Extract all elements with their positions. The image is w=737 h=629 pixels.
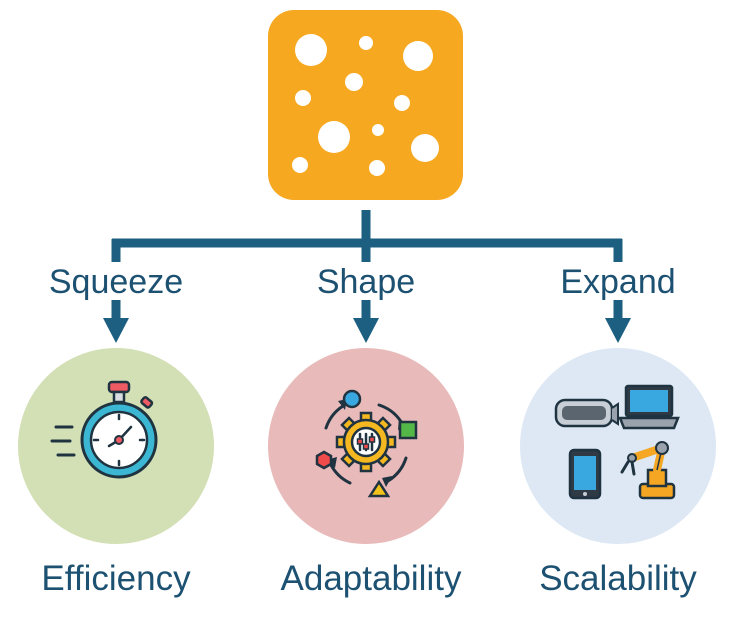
robot-arm-icon (620, 441, 676, 500)
gear-cycle-icon (315, 389, 418, 498)
scalability-circle (520, 348, 716, 544)
source-block-icon (268, 10, 463, 200)
branch-label-shape: Shape (316, 263, 416, 301)
result-label-adaptability: Adaptability (280, 559, 462, 598)
smartphone-icon (568, 448, 602, 500)
connector-tree (111, 210, 623, 320)
branch-label-expand: Expand (560, 263, 676, 301)
stopwatch-icon (50, 380, 158, 479)
result-label-efficiency: Efficiency (41, 559, 191, 598)
laptop-icon (618, 384, 680, 430)
branch-label-squeeze: Squeeze (48, 263, 184, 301)
arrow-down-icon (605, 318, 631, 343)
vr-headset-icon (554, 398, 619, 428)
devices-icon (554, 384, 680, 500)
arrow-down-icon (353, 318, 379, 343)
result-label-scalability: Scalability (539, 559, 697, 598)
arrow-down-icon (103, 318, 129, 343)
